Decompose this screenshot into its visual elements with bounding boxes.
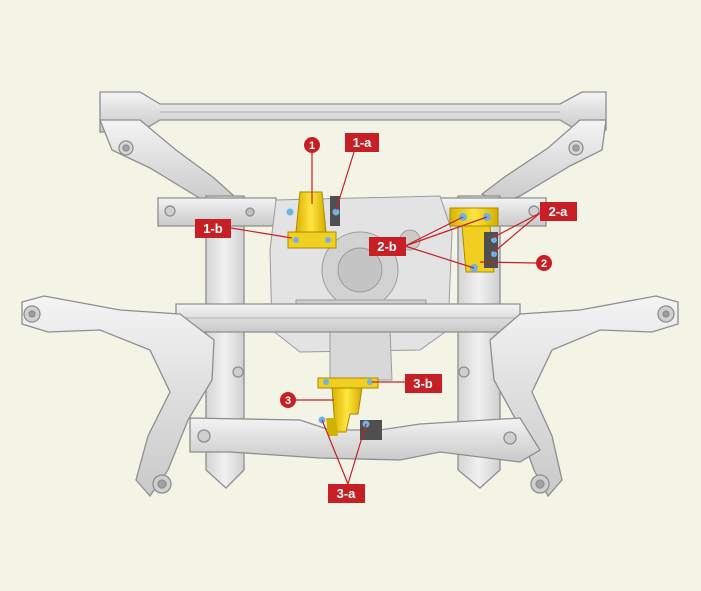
left-lower-arm (21, 295, 215, 498)
bolt-3b-right-icon (367, 379, 373, 385)
callout-1-text: 1 (309, 140, 315, 152)
bolt-3b-left-icon (323, 379, 329, 385)
callout-3: 3 (280, 392, 296, 408)
callout-3-text: 3 (285, 395, 291, 407)
callout-1b: 1-b (195, 219, 231, 238)
right-lower-arm (489, 295, 679, 498)
callout-2a: 2-a (540, 202, 577, 221)
callout-2: 2 (536, 255, 552, 271)
leader-lines (230, 151, 541, 485)
callout-2-text: 2 (541, 258, 547, 270)
callout-2a-text: 2-a (549, 204, 569, 219)
bolt-2a-upper-icon (491, 237, 497, 243)
callout-3a-text: 3-a (337, 486, 357, 501)
callout-1: 1 (304, 137, 320, 153)
bolt-1b-right-icon (325, 237, 331, 243)
bolt-1b-left-icon (293, 237, 299, 243)
mount-2 (449, 207, 499, 273)
callout-1a-text: 1-a (353, 135, 373, 150)
upper-cross-member (99, 91, 607, 207)
bolt-1-icon (286, 208, 294, 216)
callout-3a: 3-a (328, 484, 365, 503)
callout-3b: 3-b (405, 374, 442, 393)
callout-1b-text: 1-b (203, 221, 223, 236)
callout-2b-text: 2-b (377, 239, 397, 254)
bolt-1a-icon (332, 208, 340, 216)
bolt-2a-lower-icon (491, 251, 497, 257)
callout-1a: 1-a (345, 133, 379, 152)
mount-1 (286, 191, 340, 249)
callout-3b-text: 3-b (413, 376, 433, 391)
callout-2b: 2-b (369, 237, 406, 256)
